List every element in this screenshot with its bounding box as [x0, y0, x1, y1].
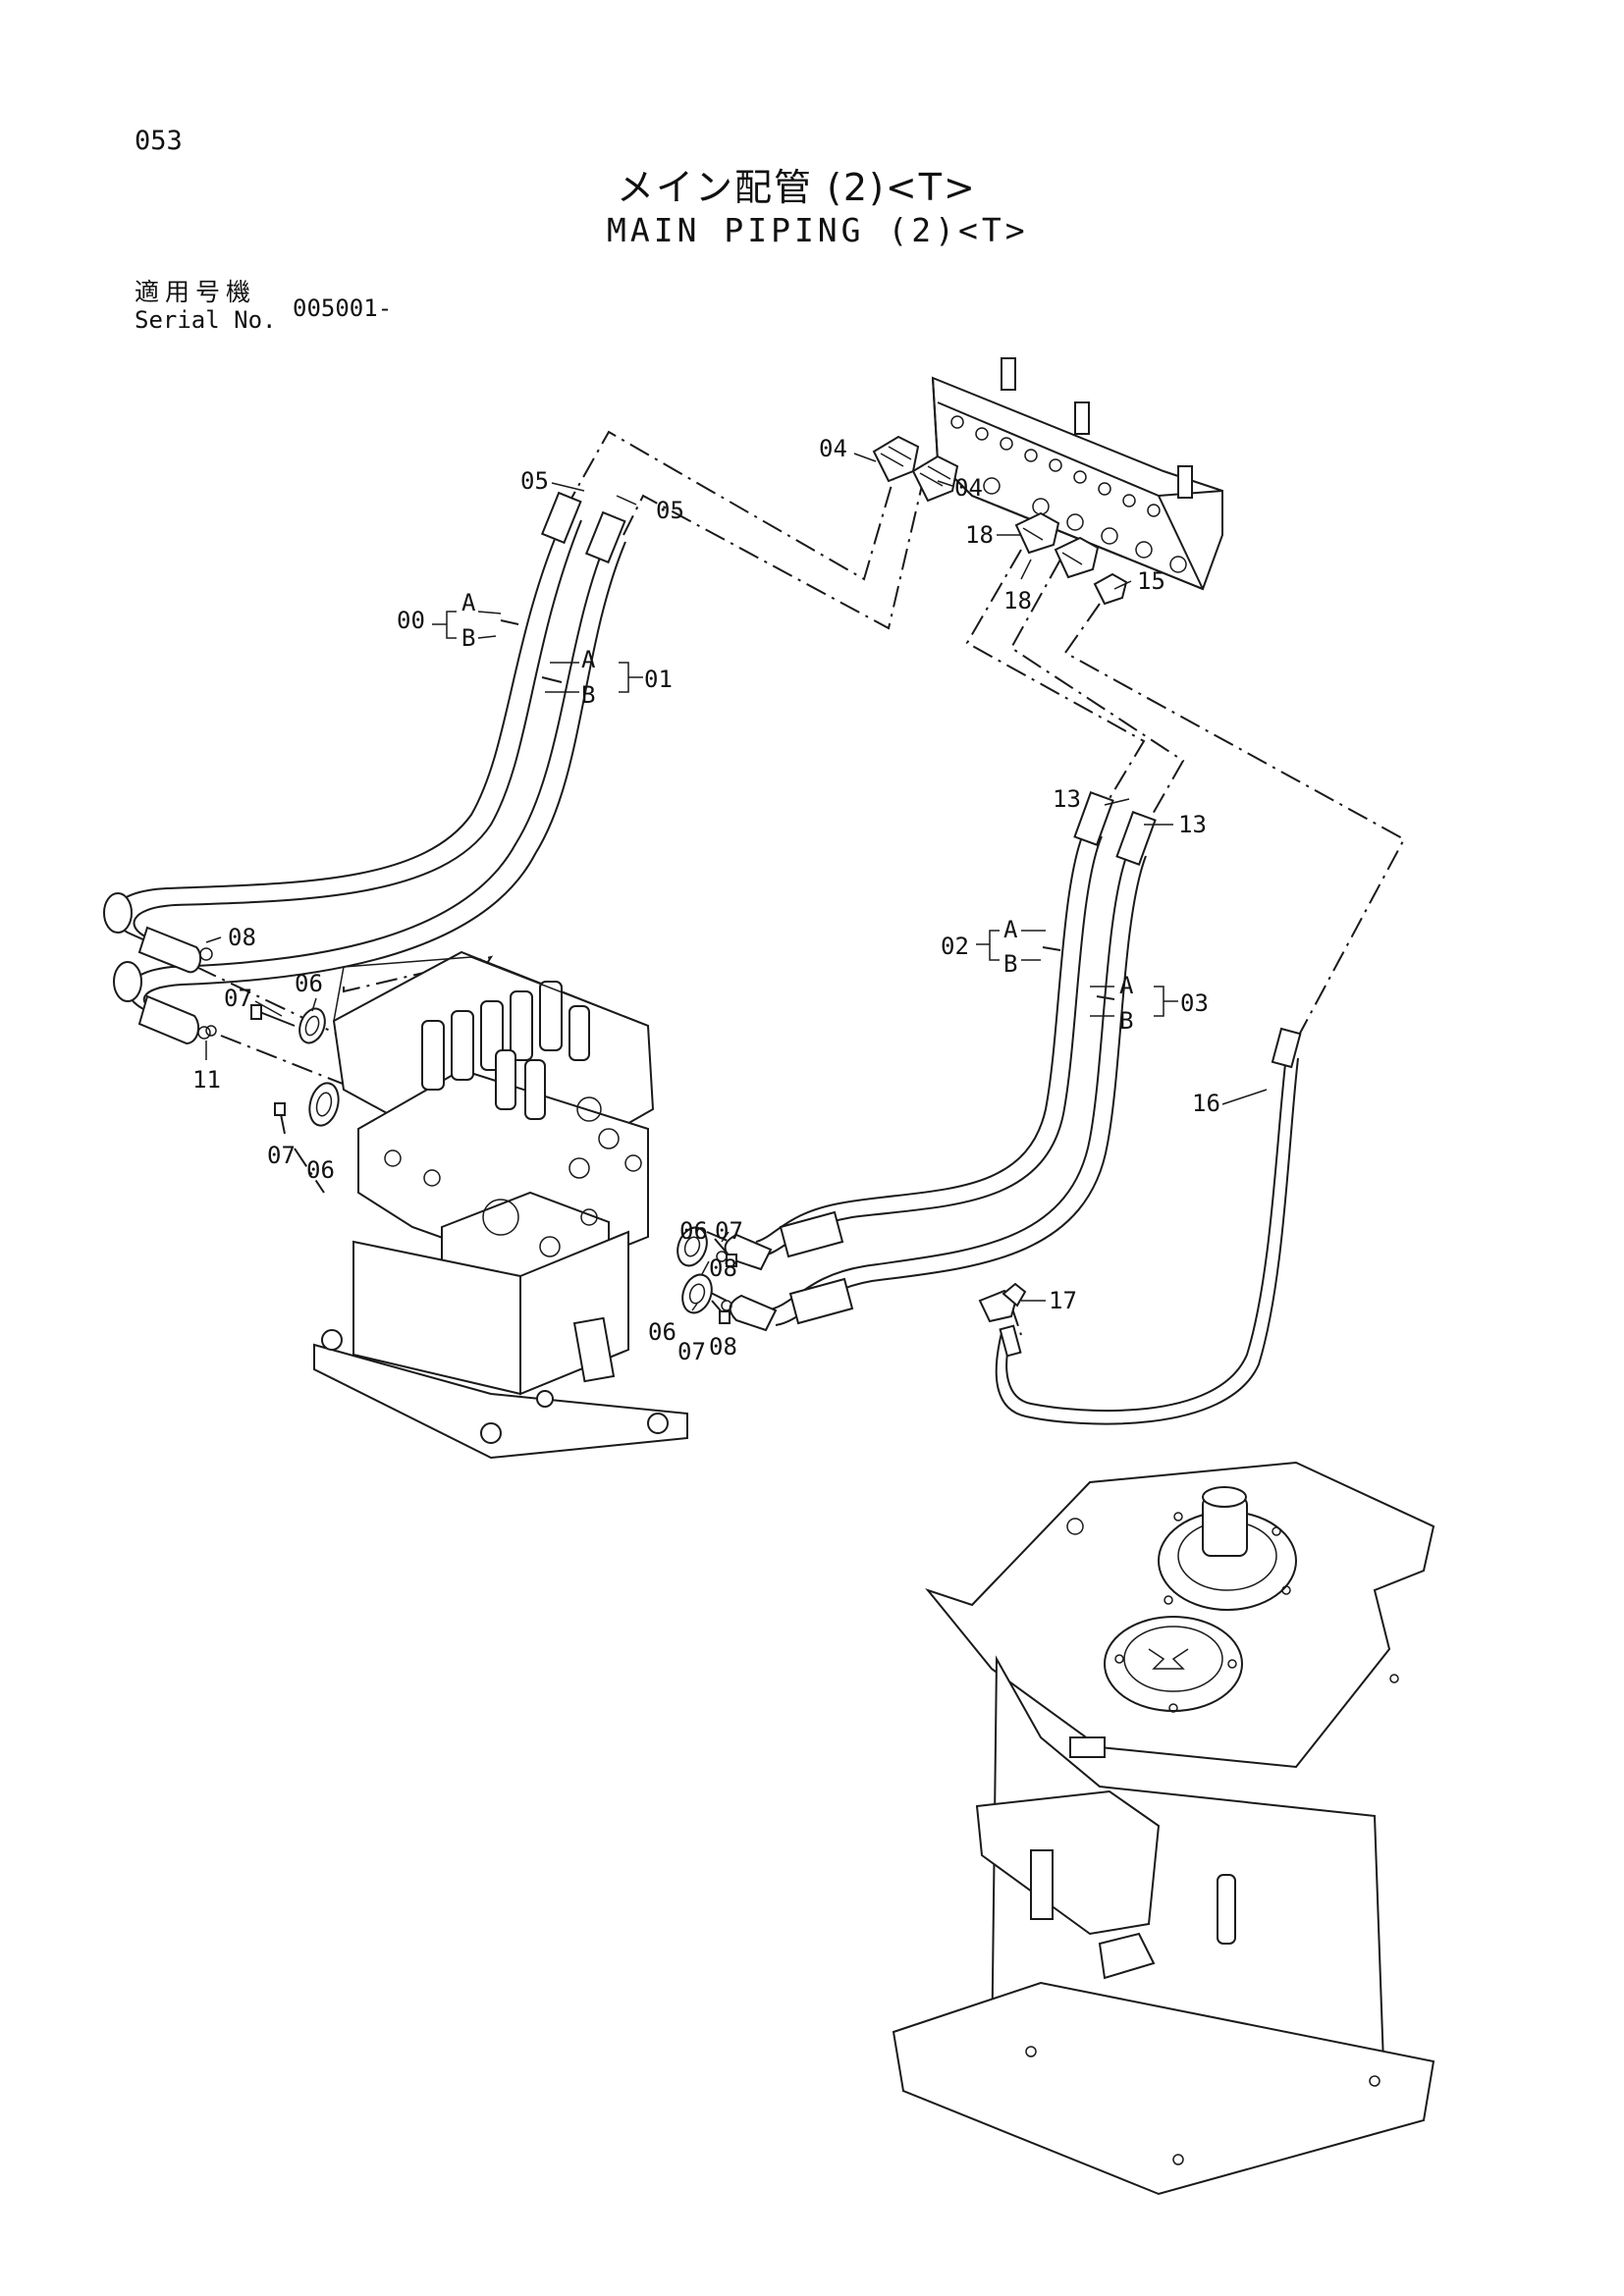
callout-01-a: A — [581, 646, 596, 673]
callout-02-a: A — [1003, 916, 1018, 943]
callout-07-middle-lower: 07 — [677, 1338, 706, 1365]
hose-16 — [995, 1027, 1302, 1425]
callout-08-left: 08 — [228, 924, 256, 951]
elbow-fitting-04-lower — [911, 454, 959, 503]
serial-label-japanese: 適用号機 — [135, 278, 257, 306]
callout-13-left: 13 — [1053, 785, 1081, 813]
page-number: 053 — [135, 126, 183, 156]
serial-label-english: Serial No. — [135, 306, 277, 334]
callout-00-b: B — [461, 624, 475, 652]
bolt-07-middle-lower — [711, 1300, 731, 1324]
callout-leaders — [205, 453, 1268, 1311]
callout-06-lower-left: 06 — [306, 1156, 335, 1184]
callout-17: 17 — [1049, 1287, 1077, 1314]
callout-brackets — [432, 611, 1178, 1017]
callout-07-upper-left: 07 — [224, 985, 252, 1012]
callout-18-upper: 18 — [965, 521, 994, 549]
hose-end-fittings-left — [103, 892, 213, 1045]
bolt-07-lower-left — [274, 1102, 286, 1135]
callout-05-right: 05 — [656, 497, 684, 524]
callout-13-right: 13 — [1178, 811, 1207, 838]
hose-02 — [755, 791, 1114, 1257]
callout-08-middle-upper: 08 — [709, 1255, 737, 1282]
elbow-fitting-04-upper — [872, 435, 920, 483]
callout-00: 00 — [397, 607, 425, 634]
flange-06-middle-lower — [681, 1273, 713, 1314]
hose-00 — [112, 491, 582, 951]
callout-05-left: 05 — [520, 467, 549, 495]
bolt-07-middle-upper — [714, 1238, 737, 1267]
callout-18-lower: 18 — [1003, 587, 1032, 614]
serial-number-value: 005001- — [293, 294, 393, 322]
callout-04-lower: 04 — [954, 474, 983, 502]
callout-03: 03 — [1180, 989, 1209, 1017]
flange-06-middle-upper — [677, 1226, 708, 1267]
callout-06-middle-upper: 06 — [679, 1217, 708, 1245]
hose-end-fittings-middle — [724, 1210, 854, 1332]
callout-02: 02 — [941, 933, 969, 960]
flange-06-upper-left — [298, 1007, 326, 1044]
callout-00-a: A — [461, 589, 476, 616]
hose-03 — [765, 811, 1157, 1326]
valve-stand — [313, 1230, 688, 1460]
callout-06-upper-left: 06 — [295, 970, 323, 997]
callout-02-b: B — [1003, 950, 1017, 978]
title-japanese: メイン配管 (2)<T> — [617, 166, 977, 209]
callout-04-upper: 04 — [819, 435, 847, 462]
elbow-fitting-17 — [978, 1282, 1027, 1358]
bolt-07-upper-left — [250, 1004, 296, 1027]
callout-03-a: A — [1119, 972, 1134, 999]
hydraulic-tank — [892, 1461, 1435, 2196]
callout-03-b: B — [1119, 1007, 1133, 1035]
callout-08-middle-lower: 08 — [709, 1333, 737, 1361]
callout-01: 01 — [644, 666, 673, 693]
elbow-fitting-18-lower — [1054, 536, 1100, 579]
o-rings — [205, 1025, 732, 1311]
callout-07-lower-left: 07 — [267, 1142, 296, 1169]
callout-11: 11 — [192, 1066, 221, 1094]
adapter-fitting-15 — [1093, 572, 1128, 606]
callout-15: 15 — [1137, 567, 1165, 595]
callout-07-middle-upper: 07 — [715, 1217, 743, 1245]
flange-06-lower-left — [308, 1082, 340, 1127]
elbow-fitting-18-upper — [1014, 511, 1060, 555]
title-english: MAIN PIPING (2)<T> — [607, 211, 1029, 249]
manifold-block — [931, 357, 1223, 591]
hose-01 — [127, 510, 626, 1030]
control-valve-assembly — [332, 950, 655, 1308]
callout-01-b: B — [581, 681, 595, 709]
callout-06-middle-lower: 06 — [648, 1318, 677, 1346]
callout-16: 16 — [1192, 1090, 1220, 1117]
